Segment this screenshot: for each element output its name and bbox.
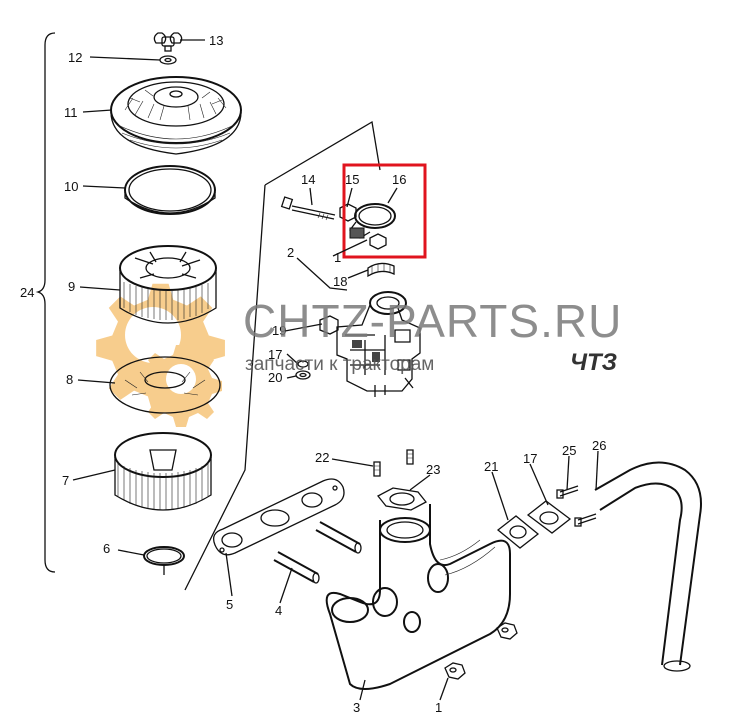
outlet-gaskets bbox=[496, 500, 572, 549]
callout-11: 11 bbox=[64, 105, 78, 120]
callout-3: 3 bbox=[353, 700, 360, 715]
callout-18: 18 bbox=[333, 274, 347, 289]
callout-12: 12 bbox=[68, 50, 82, 65]
watermark-site: CHTZ-PARTS.RU bbox=[243, 295, 622, 347]
ring-gasket bbox=[124, 165, 216, 215]
clamp-ring bbox=[143, 546, 185, 575]
watermark-gear-icon bbox=[96, 283, 225, 427]
callout-26: 26 bbox=[592, 438, 606, 453]
callout-25: 25 bbox=[562, 443, 576, 458]
hose-clamp bbox=[349, 203, 396, 250]
watermark-tagline: запчасти к тракторам bbox=[245, 354, 434, 375]
highlight-box bbox=[342, 163, 427, 259]
deflector-disc bbox=[109, 356, 221, 414]
callout-4: 4 bbox=[275, 603, 282, 618]
flange-gasket bbox=[377, 487, 427, 511]
callout-14: 14 bbox=[301, 172, 315, 187]
callout-22: 22 bbox=[315, 450, 329, 465]
wing-nut bbox=[153, 32, 183, 52]
locating-pins bbox=[273, 521, 362, 584]
callout-24: 24 bbox=[20, 285, 34, 300]
callout-13: 13 bbox=[209, 33, 223, 48]
callout-2: 2 bbox=[287, 245, 294, 260]
filter-element bbox=[119, 245, 217, 324]
callout-8: 8 bbox=[66, 372, 73, 387]
filter-cover bbox=[110, 76, 242, 155]
callout-20: 20 bbox=[268, 370, 282, 385]
callout-16: 16 bbox=[392, 172, 406, 187]
callout-17-upper: 17 bbox=[268, 347, 282, 362]
callout-10: 10 bbox=[64, 179, 78, 194]
exhaust-manifold bbox=[325, 504, 511, 690]
nut bbox=[339, 203, 357, 222]
assembly-bracket bbox=[35, 32, 56, 573]
callout-23: 23 bbox=[426, 462, 440, 477]
studs bbox=[373, 449, 414, 477]
leader-lines bbox=[72, 39, 599, 701]
filter-body bbox=[114, 432, 212, 511]
hex-nut bbox=[444, 662, 466, 680]
small-washer bbox=[159, 55, 177, 65]
watermark-brand: ЧТЗ bbox=[570, 349, 617, 376]
hex-nut bbox=[496, 622, 518, 640]
callout-17-lower: 17 bbox=[523, 451, 537, 466]
carburetor bbox=[319, 291, 421, 397]
manifold-gasket bbox=[212, 478, 345, 556]
bolt bbox=[280, 196, 336, 221]
callout-21: 21 bbox=[484, 459, 498, 474]
callout-5: 5 bbox=[226, 597, 233, 612]
callout-6: 6 bbox=[103, 541, 110, 556]
throttle-insert bbox=[367, 262, 395, 278]
callout-9: 9 bbox=[68, 279, 75, 294]
assembly-leader-line bbox=[184, 184, 266, 591]
callout-7: 7 bbox=[62, 473, 69, 488]
callout-1-lower: 1 bbox=[435, 700, 442, 715]
callout-19: 19 bbox=[272, 323, 286, 338]
callout-1-upper: 1 bbox=[334, 250, 341, 265]
callout-15: 15 bbox=[345, 172, 359, 187]
exhaust-pipe bbox=[594, 461, 702, 672]
